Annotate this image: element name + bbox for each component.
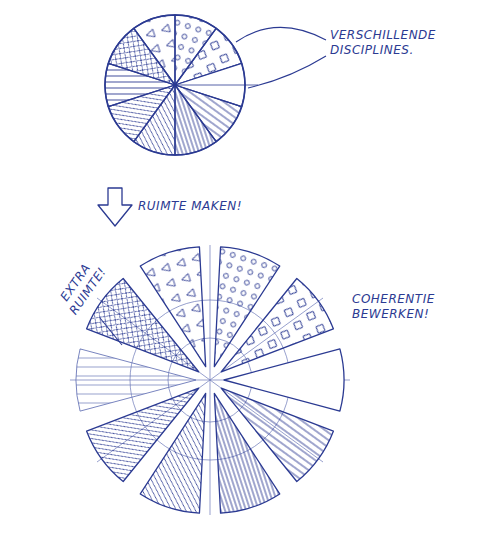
- callout-note: VERSCHILLENDE DISCIPLINES.: [330, 28, 452, 58]
- callout-note: COHERENTIE BEWERKEN!: [352, 292, 470, 322]
- arrow-label: RUIMTE MAKEN!: [138, 199, 308, 214]
